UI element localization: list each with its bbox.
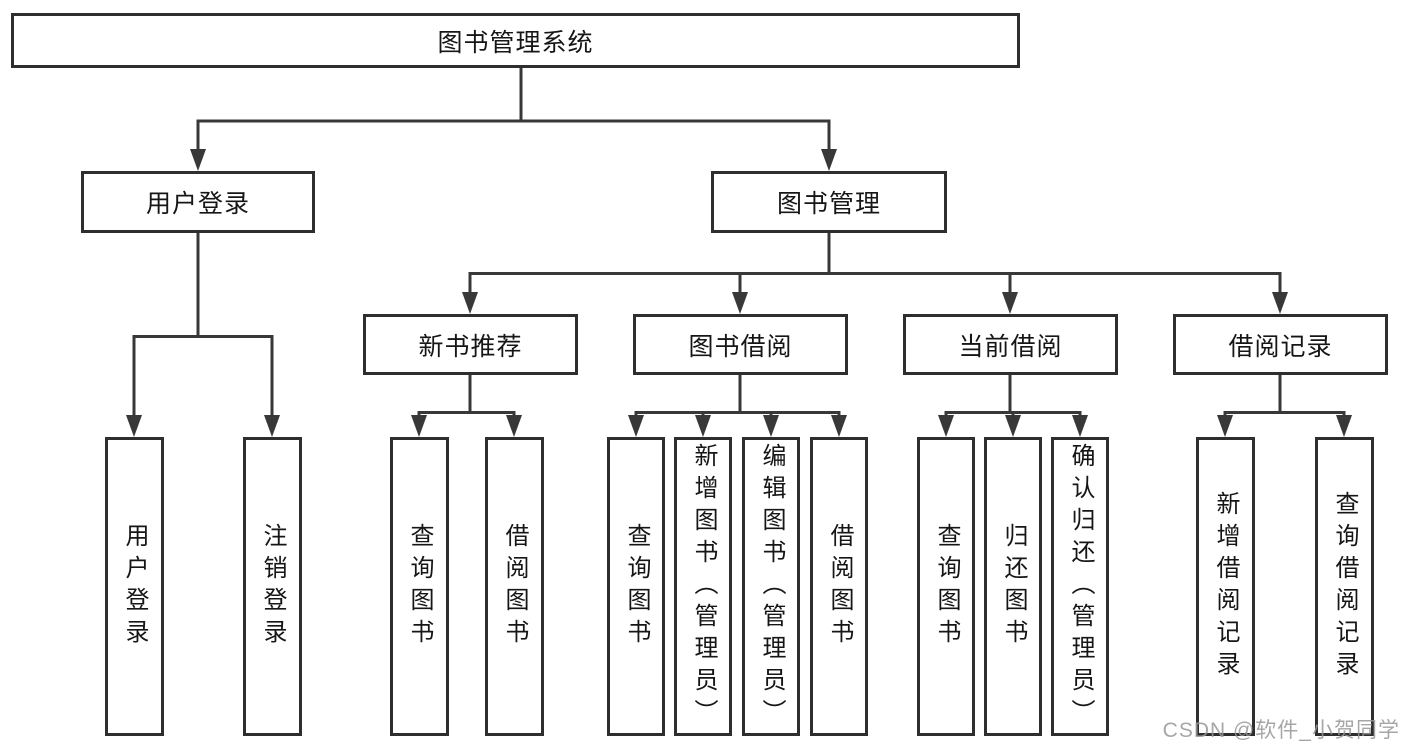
leaf-bb-borrow-books: 借阅图书	[810, 437, 868, 736]
arrowhead	[506, 415, 522, 437]
node-label: 用户登录	[121, 522, 148, 651]
arrowhead	[695, 415, 711, 437]
node-label: 查询借阅记录	[1331, 490, 1358, 683]
arrowhead	[732, 292, 748, 314]
leaf-cb-confirm-return-admin: 确认归还（管理员）	[1051, 437, 1109, 736]
node-book-borrowing: 图书借阅	[633, 314, 848, 375]
leaf-user-login: 用户登录	[104, 437, 164, 736]
leaf-cb-query-books: 查询图书	[917, 437, 975, 736]
node-label: 新书推荐	[418, 332, 523, 361]
node-borrowing-records: 借阅记录	[1173, 314, 1388, 375]
arrowhead	[1336, 415, 1352, 437]
node-label: 用户登录	[145, 190, 250, 218]
watermark: CSDN @软件_小贺同学	[1162, 719, 1400, 742]
leaf-bb-add-books-admin: 新增图书（管理员）	[674, 437, 732, 736]
leaf-bb-query-books: 查询图书	[607, 437, 665, 736]
node-label: 确认归还（管理员）	[1067, 442, 1094, 731]
node-book-management: 图书管理	[711, 171, 947, 233]
arrowhead	[1002, 292, 1018, 314]
arrowhead	[763, 415, 779, 437]
node-label: 查询图书	[933, 522, 960, 651]
node-label: 图书管理	[776, 190, 881, 218]
arrowhead	[1005, 415, 1021, 437]
node-label: 借阅图书	[501, 522, 528, 651]
node-label: 借阅图书	[826, 522, 853, 651]
node-user-login: 用户登录	[81, 171, 315, 233]
arrowhead	[1272, 292, 1288, 314]
arrowhead	[264, 415, 280, 437]
arrowhead	[462, 292, 478, 314]
arrowhead	[821, 149, 837, 171]
node-label: 借阅记录	[1228, 332, 1333, 361]
node-label: 当前借阅	[958, 332, 1063, 361]
leaf-br-add-record: 新增借阅记录	[1195, 437, 1255, 736]
arrowhead	[628, 415, 644, 437]
arrowhead	[411, 415, 427, 437]
node-label: 注销登录	[259, 522, 286, 651]
arrowhead	[831, 415, 847, 437]
node-label: 图书借阅	[688, 332, 793, 361]
node-label: 查询图书	[623, 522, 650, 651]
node-root: 图书管理系统	[11, 13, 1020, 68]
leaf-nb-borrow-books: 借阅图书	[484, 437, 544, 736]
leaf-nb-query-books: 查询图书	[389, 437, 449, 736]
leaf-cb-return-books: 归还图书	[984, 437, 1042, 736]
node-label: 归还图书	[1000, 522, 1027, 651]
leaf-logout: 注销登录	[242, 437, 302, 736]
arrowhead	[1217, 415, 1233, 437]
node-new-book-recommendation: 新书推荐	[363, 314, 578, 375]
node-label: 查询图书	[406, 522, 433, 651]
node-current-borrowing: 当前借阅	[903, 314, 1118, 375]
arrowhead	[190, 149, 206, 171]
node-label: 图书管理系统	[437, 28, 594, 57]
arrowhead	[938, 415, 954, 437]
node-label: 编辑图书（管理员）	[758, 442, 785, 731]
node-label: 新增借阅记录	[1212, 490, 1239, 683]
arrowhead	[126, 415, 142, 437]
node-label: 新增图书（管理员）	[690, 442, 717, 731]
leaf-br-query-record: 查询借阅记录	[1314, 437, 1374, 736]
leaf-bb-edit-books-admin: 编辑图书（管理员）	[742, 437, 800, 736]
arrowhead	[1072, 415, 1088, 437]
